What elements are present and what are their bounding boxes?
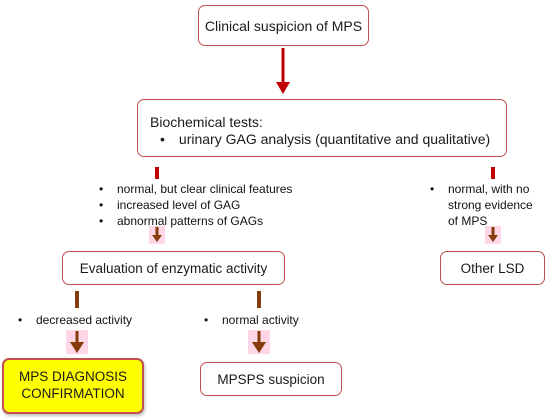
arrow-suspicion-to-biochem bbox=[276, 48, 290, 94]
tick-enzymatic-left bbox=[75, 291, 79, 308]
condition-item: abnormal patterns of GAGs bbox=[99, 213, 292, 229]
other-lsd-node: Other LSD bbox=[440, 251, 545, 285]
condition-item: normal activity bbox=[204, 312, 299, 328]
tick-biochem-left bbox=[155, 167, 159, 179]
bullet-icon: • bbox=[160, 130, 165, 147]
enzymatic-activity-node: Evaluation of enzymatic activity bbox=[62, 251, 285, 285]
urinary-gag-analysis-text: urinary GAG analysis (quantitative and q… bbox=[178, 130, 491, 147]
mps-diagnosis-confirmation-node: MPS DIAGNOSIS CONFIRMATION bbox=[2, 358, 144, 414]
condition-list-normal-activity: normal activity bbox=[204, 312, 299, 328]
diagnosis-label-line2: CONFIRMATION bbox=[21, 386, 125, 401]
condition-list-left: normal, but clear clinical features incr… bbox=[99, 181, 292, 229]
condition-list-decreased: decreased activity bbox=[18, 312, 132, 328]
condition-list-right: normal, with no strong evidence of MPS bbox=[430, 181, 540, 229]
arrow-to-diagnosis bbox=[66, 330, 88, 354]
tick-biochem-right bbox=[491, 167, 495, 179]
mpsps-suspicion-node: MPSPS suspicion bbox=[200, 362, 342, 396]
biochemical-tests-title: Biochemical tests: bbox=[150, 114, 263, 130]
tick-enzymatic-right bbox=[257, 291, 261, 308]
other-lsd-label: Other LSD bbox=[460, 260, 525, 276]
mpsps-suspicion-label: MPSPS suspicion bbox=[217, 371, 325, 387]
clinical-suspicion-node: Clinical suspicion of MPS bbox=[198, 5, 369, 46]
biochemical-tests-bullet: • urinary GAG analysis (quantitative and … bbox=[150, 131, 506, 148]
biochemical-tests-node: Biochemical tests: • urinary GAG analysis… bbox=[137, 99, 507, 157]
condition-item: normal, with no strong evidence of MPS bbox=[430, 181, 540, 229]
condition-item: decreased activity bbox=[18, 312, 132, 328]
diagnosis-label-line1: MPS DIAGNOSIS bbox=[18, 369, 128, 385]
arrow-to-other-lsd bbox=[485, 226, 501, 244]
enzymatic-activity-label: Evaluation of enzymatic activity bbox=[79, 260, 268, 276]
arrow-to-mpsps bbox=[248, 330, 270, 354]
condition-item: normal, but clear clinical features bbox=[99, 181, 292, 197]
clinical-suspicion-label: Clinical suspicion of MPS bbox=[204, 17, 363, 34]
condition-item: increased level of GAG bbox=[99, 197, 292, 213]
